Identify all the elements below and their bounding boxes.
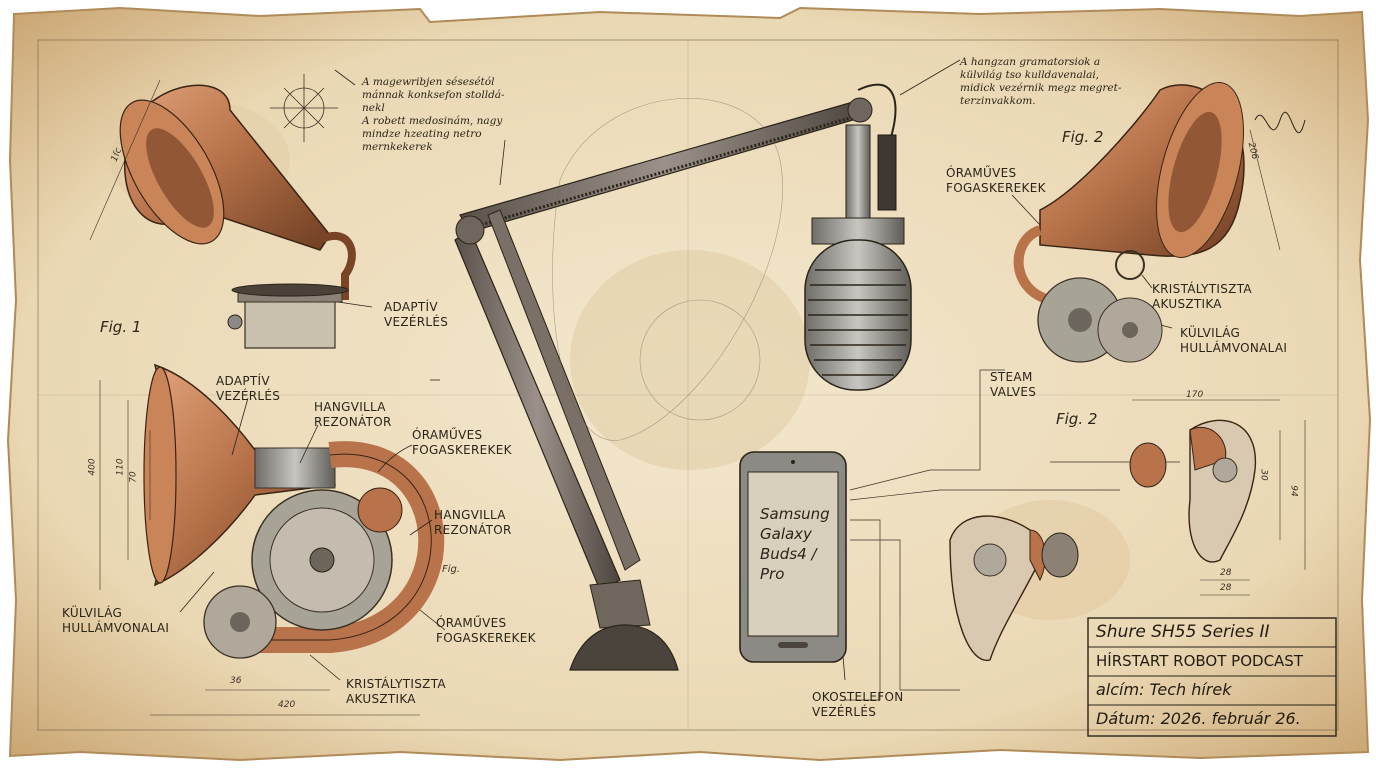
dim-28a: 28 (1220, 568, 1232, 578)
smartphone (739, 451, 847, 663)
callout-adaptiv-top: ADAPTÍV VEZÉRLÉS (384, 300, 449, 329)
note-top-right: A hangzan gramatorsiok a külvilág tso ku… (960, 56, 1122, 107)
title-block-subtitle: alcím: Tech hírek (1096, 680, 1232, 699)
callout-adaptiv-left: ADAPTÍV VEZÉRLÉS (216, 374, 281, 403)
title-block-podcast: HÍRSTART ROBOT PODCAST (1096, 652, 1303, 670)
note-top-left: A magewribjen sésesétól mánnak konksefon… (362, 76, 505, 153)
callout-kulvilag-left: KÜLVILÁG HULLÁMVONALAI (62, 606, 170, 635)
callout-oramuves-2: ÓRAMŰVES FOGASKEREKEK (436, 616, 536, 645)
title-block: Shure SH55 Series II HÍRSTART ROBOT PODC… (1088, 618, 1336, 736)
fig-2-label-mid: Fig. 2 (1056, 410, 1098, 428)
callout-hangvilla-1: HANGVILLA REZONÁTOR (314, 400, 392, 429)
title-block-frame (1087, 617, 1337, 737)
callout-okostelefon: OKOSTELEFON VEZÉRLÉS (812, 690, 904, 719)
callout-kulvilag-right: KÜLVILÁG HULLÁMVONALAI (1180, 326, 1288, 355)
microphone (804, 124, 912, 391)
title-block-date: Dátum: 2026. február 26. (1096, 709, 1301, 728)
gramophone-top-left (119, 84, 356, 349)
dim-28b: 28 (1220, 583, 1232, 593)
callout-oramuves-right: ÓRAMŰVES FOGASKEREKEK (946, 166, 1046, 195)
phone-screen-text: Samsung Galaxy Buds4 / Pro (760, 505, 830, 583)
callout-hangvilla-2: HANGVILLA REZONÁTOR (434, 508, 512, 537)
fig-small-label: Fig. (442, 564, 461, 575)
crosshair-symbol (270, 74, 338, 142)
callout-oramuves-1: ÓRAMŰVES FOGASKEREKEK (412, 428, 512, 457)
fig-2-label-top: Fig. 2 (1062, 128, 1104, 146)
callout-steam-valves: STEAM VALVES (990, 370, 1037, 399)
title-block-model: Shure SH55 Series II (1096, 622, 1270, 642)
callout-kristaly-right: KRISTÁLYTISZTA AKUSZTIKA (1152, 282, 1252, 311)
dim-420: 420 (278, 700, 296, 710)
dim-400: 400 (87, 458, 98, 476)
earbud-right (1129, 419, 1257, 563)
dim-170: 170 (1186, 390, 1204, 400)
gramophone-right (1013, 82, 1245, 363)
dim-30: 30 (1258, 469, 1269, 481)
dim-36: 36 (230, 676, 242, 686)
gramophone-large-left (143, 363, 445, 659)
callout-kristaly-left: KRISTÁLYTISZTA AKUSZTIKA (346, 677, 446, 706)
dim-70: 70 (128, 471, 139, 483)
dim-110: 110 (115, 458, 126, 476)
dim-94: 94 (1288, 485, 1299, 497)
earbud-left (949, 515, 1079, 661)
fig-1-label: Fig. 1 (100, 318, 142, 336)
boom-arm (454, 83, 897, 671)
